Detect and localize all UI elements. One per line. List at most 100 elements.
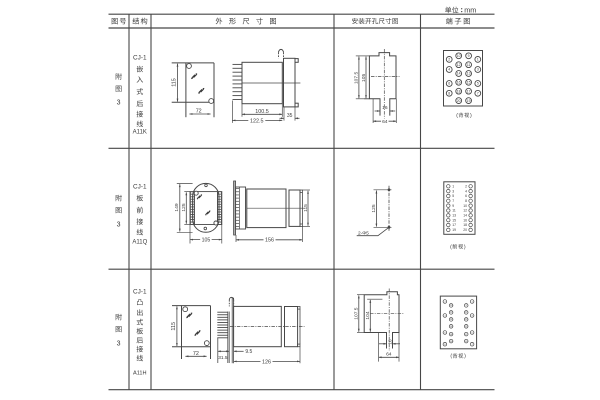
svg-text:115: 115 — [172, 78, 178, 87]
svg-text:11: 11 — [465, 312, 468, 314]
svg-text:8: 8 — [465, 199, 467, 203]
svg-text:9.5: 9.5 — [245, 349, 252, 355]
svg-text:15: 15 — [467, 81, 471, 85]
svg-text:14: 14 — [450, 319, 453, 321]
svg-text:7: 7 — [477, 92, 479, 96]
svg-text:5: 5 — [452, 194, 454, 198]
svg-text:): ) — [464, 354, 466, 360]
svg-text:A11K: A11K — [133, 129, 147, 135]
svg-text:3: 3 — [117, 222, 121, 229]
svg-text:18: 18 — [450, 334, 453, 336]
svg-text:64: 64 — [382, 119, 388, 125]
svg-text:14: 14 — [463, 214, 467, 218]
svg-text:64: 64 — [386, 351, 392, 357]
svg-text:104: 104 — [365, 311, 371, 319]
svg-text:31.5: 31.5 — [218, 355, 228, 361]
svg-text:5: 5 — [472, 332, 474, 334]
svg-text:20: 20 — [450, 341, 453, 343]
svg-text:3: 3 — [477, 68, 479, 72]
svg-text:105: 105 — [202, 237, 211, 243]
svg-text:125: 125 — [181, 203, 187, 211]
svg-text:17: 17 — [465, 334, 468, 336]
svg-text:(: ( — [450, 354, 452, 360]
svg-text:8: 8 — [448, 92, 450, 96]
svg-text:7: 7 — [452, 199, 454, 203]
svg-text:15: 15 — [452, 218, 456, 222]
svg-text:10: 10 — [450, 305, 453, 307]
svg-text:A11Q: A11Q — [132, 240, 147, 246]
svg-text:19: 19 — [467, 99, 471, 103]
svg-text:): ) — [470, 113, 472, 119]
svg-text:7: 7 — [472, 344, 474, 346]
svg-text:3: 3 — [117, 341, 121, 348]
svg-text:(: ( — [456, 113, 458, 119]
svg-text:10: 10 — [463, 204, 467, 208]
svg-text:2: 2 — [444, 301, 446, 303]
svg-text:CJ-1: CJ-1 — [133, 54, 147, 61]
svg-text:10: 10 — [457, 54, 461, 58]
svg-text:149: 149 — [174, 203, 180, 211]
svg-text:18: 18 — [457, 89, 461, 93]
svg-text:100.5: 100.5 — [255, 109, 269, 115]
svg-text:6: 6 — [465, 194, 467, 198]
svg-text:125: 125 — [371, 204, 377, 212]
svg-text:mm: mm — [464, 5, 476, 14]
svg-text:16: 16 — [463, 218, 467, 222]
svg-text:122.5: 122.5 — [250, 118, 264, 124]
svg-text:115: 115 — [303, 204, 309, 212]
svg-text:3: 3 — [452, 189, 454, 193]
svg-text:20: 20 — [463, 228, 467, 232]
svg-text:1: 1 — [477, 58, 479, 62]
svg-text:13: 13 — [452, 214, 456, 218]
svg-text:CJ-1: CJ-1 — [133, 288, 147, 295]
svg-text:(: ( — [450, 244, 452, 250]
svg-text:20: 20 — [457, 99, 461, 103]
svg-text:12: 12 — [450, 312, 453, 314]
svg-text:1: 1 — [472, 301, 474, 303]
svg-text:16: 16 — [450, 326, 453, 328]
svg-text:3: 3 — [117, 100, 121, 107]
svg-text:18: 18 — [463, 223, 467, 227]
svg-text:6: 6 — [444, 332, 446, 334]
svg-text:11: 11 — [467, 63, 471, 67]
svg-text:5: 5 — [477, 82, 479, 86]
svg-text:156: 156 — [265, 238, 274, 244]
svg-text:12: 12 — [463, 209, 467, 213]
svg-text:107.5: 107.5 — [354, 72, 360, 85]
svg-text:19: 19 — [452, 228, 456, 232]
svg-text:12: 12 — [457, 63, 461, 67]
svg-text:4: 4 — [444, 315, 446, 317]
svg-text:3: 3 — [472, 315, 474, 317]
svg-text:16: 16 — [382, 105, 388, 111]
svg-text:2: 2 — [465, 185, 467, 189]
svg-text:A11H: A11H — [133, 371, 147, 377]
svg-text:9: 9 — [468, 54, 470, 58]
svg-text:35: 35 — [287, 113, 293, 119]
svg-text:72: 72 — [193, 351, 199, 357]
svg-text:72: 72 — [196, 109, 202, 115]
svg-text:126: 126 — [262, 359, 271, 365]
svg-text:2: 2 — [448, 58, 450, 62]
svg-text:115: 115 — [171, 322, 177, 331]
svg-text:16: 16 — [457, 81, 461, 85]
svg-text:9: 9 — [466, 305, 468, 307]
svg-text:13: 13 — [465, 319, 468, 321]
svg-text:8: 8 — [444, 344, 446, 346]
svg-text:14: 14 — [457, 72, 461, 76]
svg-text:16: 16 — [387, 339, 392, 345]
svg-text:): ) — [464, 244, 466, 250]
svg-text:1: 1 — [452, 185, 454, 189]
svg-text:CJ-1: CJ-1 — [133, 183, 147, 190]
svg-text:4: 4 — [465, 189, 467, 193]
svg-text:6: 6 — [448, 82, 450, 86]
svg-text:9: 9 — [452, 204, 454, 208]
svg-text:11: 11 — [452, 209, 456, 213]
svg-text:107.5: 107.5 — [354, 307, 360, 320]
svg-text:19: 19 — [465, 341, 468, 343]
svg-text:4: 4 — [448, 68, 450, 72]
svg-text:105: 105 — [361, 74, 367, 82]
svg-text:15: 15 — [465, 326, 468, 328]
svg-text:2-Φ5: 2-Φ5 — [358, 231, 369, 237]
svg-text:17: 17 — [452, 223, 456, 227]
svg-text:13: 13 — [467, 72, 471, 76]
